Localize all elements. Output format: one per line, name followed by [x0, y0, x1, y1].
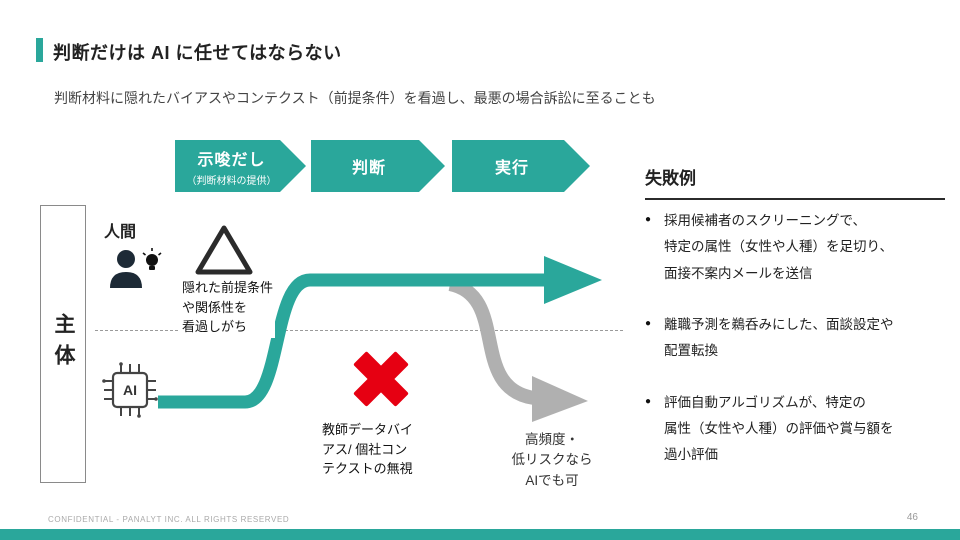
stage-judgement: 判断 [311, 140, 445, 192]
stage-label: 判断 [351, 160, 386, 177]
warning-triangle-icon [195, 225, 253, 275]
failure-text: 採用候補者のスクリーニングで、 特定の属性（女性や人種）を足切り、 面接不案内メ… [664, 213, 894, 281]
confidential-footer: CONFIDENTIAL - PANALYT INC. ALL RIGHTS R… [48, 515, 290, 524]
list-item: ● 評価自動アルゴリズムが、特定の 属性（女性や人種）の評価や賞与額を 過小評価 [645, 390, 950, 469]
stage-label: 実行 [494, 160, 529, 177]
ai-note: 教師データバイ アス/ 個社コン テクストの無視 [322, 422, 414, 476]
human-note: 隠れた前提条件 や関係性を 看過しがち [180, 277, 276, 338]
low-risk-note: 高頻度・ 低リスクなら AIでも可 [511, 432, 593, 488]
failure-text: 評価自動アルゴリズムが、特定の 属性（女性や人種）の評価や賞与額を 過小評価 [664, 394, 894, 463]
ai-chip-label: AI [123, 382, 137, 398]
bottom-accent-bar [0, 529, 960, 540]
subject-axis-box: 主体 [40, 205, 86, 483]
human-lightbulb-icon [110, 248, 162, 288]
human-row-label: 人間 [104, 224, 137, 241]
bullet-icon: ● [645, 214, 652, 225]
page-subtitle: 判断材料に隠れたバイアスやコンテクスト（前提条件）を看過し、最悪の場合訴訟に至る… [54, 90, 656, 106]
list-item: ● 採用候補者のスクリーニングで、 特定の属性（女性や人種）を足切り、 面接不案… [645, 208, 950, 287]
failure-text: 離職予測を鵜呑みにした、面談設定や 配置転換 [664, 316, 894, 359]
list-item: ● 離職予測を鵜呑みにした、面談設定や 配置転換 [645, 312, 950, 365]
stage-execution: 実行 [452, 140, 590, 192]
stage-sublabel: （判断材料の提供） [186, 175, 277, 187]
teal-arrowhead [544, 256, 602, 304]
ai-chip-icon: AI [102, 362, 158, 418]
title-accent-bar [36, 38, 43, 62]
bullet-icon: ● [645, 317, 652, 329]
subject-axis-label: 主体 [52, 313, 75, 375]
stage-suggestion: 示唆だし （判断材料の提供） [175, 140, 306, 192]
error-cross-icon [353, 351, 409, 407]
page-number: 46 [906, 512, 918, 523]
gray-bypass-arrow [448, 277, 536, 405]
stage-label: 示唆だし [197, 151, 266, 169]
page-title: 判断だけは AI に任せてはならない [53, 43, 342, 63]
bullet-icon: ● [645, 395, 652, 407]
failures-heading: 失敗例 [645, 164, 945, 200]
gray-arrowhead [532, 376, 588, 422]
row-divider-dashed-line [95, 330, 623, 331]
failures-list: ● 採用候補者のスクリーニングで、 特定の属性（女性や人種）を足切り、 面接不案… [645, 208, 950, 494]
